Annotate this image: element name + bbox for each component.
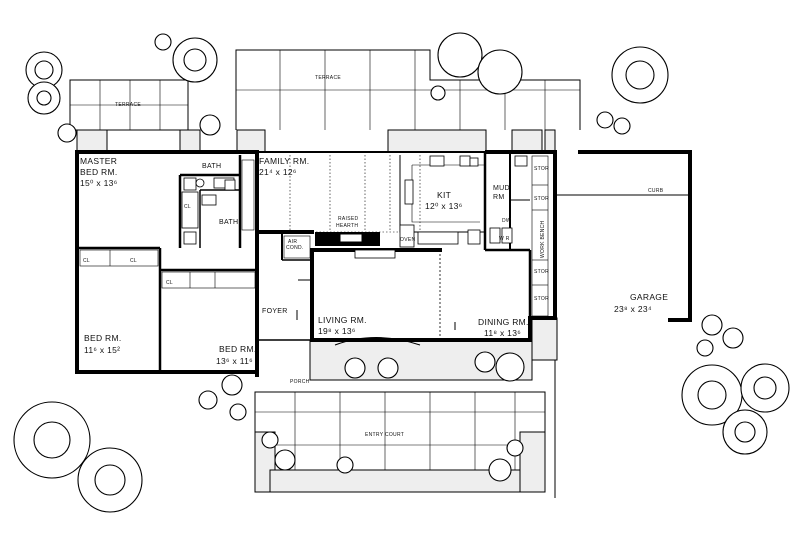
mud-room-label-2: RM [493,194,505,201]
terrace-left-label: TERRACE [115,102,141,108]
family-room-dim: 21⁴ x 12⁶ [259,167,297,177]
bedroom-3-label: BED RM. [219,344,257,354]
mud-room-fixtures [489,155,549,317]
master-bedroom-label: MASTER [80,156,117,166]
washer-dryer-label: W R [499,236,510,242]
dishwasher-label: DW [502,218,511,224]
stor-label-2: STOR [534,196,549,202]
dining-room-dim: 11⁸ x 13⁶ [484,328,521,338]
bedroom-3-dim: 13⁶ x 11⁶ [216,356,253,366]
master-bedroom-label-2: BED RM. [80,167,118,177]
closet-label-2: CL [130,258,137,264]
closet-label-1: CL [83,258,90,264]
bath-fixtures [181,177,236,245]
terrace-top [235,49,581,130]
closet-label-3: CL [166,280,173,286]
room-labels: MASTER BED RM. 15⁰ x 13⁶ BATH BATH FAMIL… [80,156,668,385]
kitchen-counters [399,155,485,248]
raised-hearth [315,232,396,259]
fixture-labels: RAISED HEARTH AIR COND. OVEN STOR STOR S… [83,166,549,302]
exterior-walls [75,150,692,377]
bath-label-2: BATH [219,219,238,226]
dining-room-label: DINING RM. [478,317,529,327]
garage-dim: 23⁸ x 23⁴ [614,304,652,314]
master-bedroom-dim: 15⁰ x 13⁶ [80,178,118,188]
bedroom-2-label: BED RM. [84,333,122,343]
raised-hearth-label: RAISED [338,216,359,222]
interior-walls [77,152,532,372]
raised-hearth-label-2: HEARTH [336,223,358,229]
mud-room-label: MUD [493,185,510,192]
closet-label-4: CL [184,204,191,210]
air-cond-label: AIR [288,239,297,245]
living-room-label: LIVING RM. [318,315,367,325]
outdoor-labels: TERRACE TERRACE ENTRY COURT CURB [115,75,664,438]
living-room-dim: 19⁸ x 13⁶ [318,326,356,336]
air-cond-label-2: COND. [286,245,304,251]
curb-label: CURB [648,188,664,194]
step-marks [296,279,456,330]
bay-window [334,337,421,346]
oven-label: OVEN [400,237,415,243]
porch-label: PORCH [290,379,310,385]
stor-label-3: STOR [534,269,549,275]
foyer-label: FOYER [262,308,288,315]
trees [13,32,790,513]
terrace-top-label: TERRACE [315,75,341,81]
terrace-left [69,79,189,131]
garage-label: GARAGE [630,292,668,302]
bath-label-1: BATH [202,163,221,170]
bedroom-2-dim: 11⁶ x 15² [84,345,120,355]
kitchen-dim: 12⁰ x 13⁶ [425,201,463,211]
driveway [554,194,691,498]
planters [76,129,558,493]
entry-court-label: ENTRY COURT [365,432,404,438]
work-bench-label: WORK BENCH [540,220,546,258]
kitchen-label: KIT [437,190,451,200]
family-room-label: FAMILY RM. [259,156,309,166]
stor-label-1: STOR [534,166,549,172]
closets [79,159,311,289]
stor-label-4: STOR [534,296,549,302]
